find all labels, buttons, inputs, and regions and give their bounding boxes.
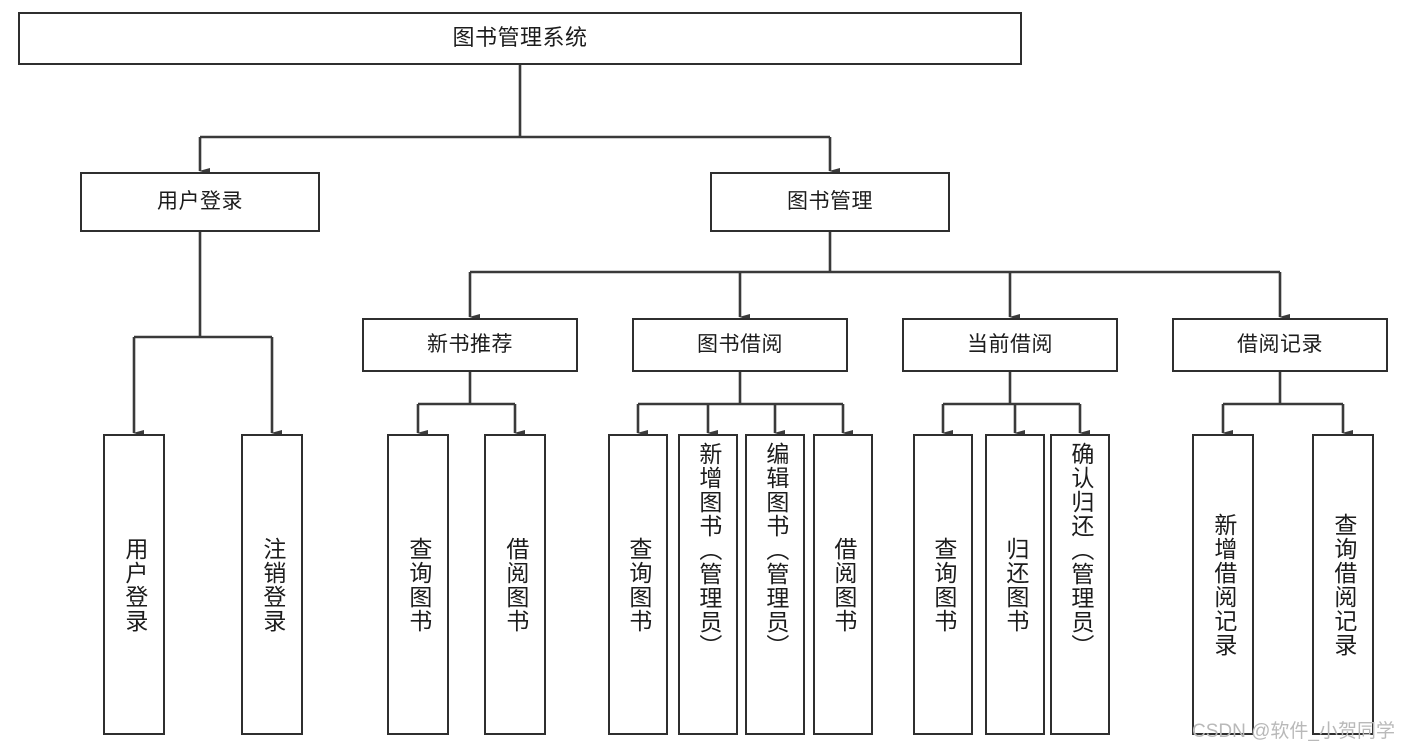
leaf-query-book-current-label: 查询图书 [930, 536, 957, 633]
node-book-management-label: 图书管理 [787, 190, 873, 214]
leaf-return-book[interactable]: 归还图书 [985, 434, 1045, 735]
leaf-query-book-newbook-label: 查询图书 [405, 536, 432, 633]
leaf-borrow-book-label: 借阅图书 [830, 536, 857, 633]
node-new-book-recommend-label: 新书推荐 [427, 333, 513, 357]
leaf-query-book-newbook[interactable]: 查询图书 [387, 434, 449, 735]
node-new-book-recommend[interactable]: 新书推荐 [362, 318, 578, 372]
leaf-confirm-return-admin-label: 确认归还（管理员） [1067, 442, 1094, 658]
node-book-management[interactable]: 图书管理 [710, 172, 950, 232]
leaf-add-book-admin[interactable]: 新增图书（管理员） [678, 434, 738, 735]
node-root-label: 图书管理系统 [452, 25, 588, 51]
leaf-user-login[interactable]: 用户登录 [103, 434, 165, 735]
leaf-logout[interactable]: 注销登录 [241, 434, 303, 735]
leaf-query-borrow-record-label: 查询借阅记录 [1330, 512, 1357, 657]
leaf-confirm-return-admin[interactable]: 确认归还（管理员） [1050, 434, 1110, 735]
leaf-borrow-book-newbook[interactable]: 借阅图书 [484, 434, 546, 735]
node-user-login[interactable]: 用户登录 [80, 172, 320, 232]
csdn-watermark: CSDN @软件_小贺同学 [1192, 721, 1395, 742]
node-current-borrow-label: 当前借阅 [967, 333, 1053, 357]
leaf-query-book-borrow[interactable]: 查询图书 [608, 434, 668, 735]
leaf-edit-book-admin[interactable]: 编辑图书（管理员） [745, 434, 805, 735]
edges-group [132, 65, 1353, 436]
leaf-query-book-borrow-label: 查询图书 [625, 536, 652, 633]
leaf-query-book-current[interactable]: 查询图书 [913, 434, 973, 735]
leaf-logout-label: 注销登录 [259, 536, 286, 633]
node-borrow-records-label: 借阅记录 [1237, 333, 1323, 357]
node-current-borrow[interactable]: 当前借阅 [902, 318, 1118, 372]
node-root[interactable]: 图书管理系统 [18, 12, 1022, 65]
node-borrow-records[interactable]: 借阅记录 [1172, 318, 1388, 372]
leaf-return-book-label: 归还图书 [1002, 536, 1029, 633]
leaf-borrow-book[interactable]: 借阅图书 [813, 434, 873, 735]
node-user-login-label: 用户登录 [157, 190, 243, 214]
leaf-user-login-label: 用户登录 [121, 536, 148, 633]
leaf-add-borrow-record-label: 新增借阅记录 [1210, 512, 1237, 657]
leaf-add-borrow-record[interactable]: 新增借阅记录 [1192, 434, 1254, 735]
node-book-borrow[interactable]: 图书借阅 [632, 318, 848, 372]
node-book-borrow-label: 图书借阅 [697, 333, 783, 357]
leaf-edit-book-admin-label: 编辑图书（管理员） [762, 442, 789, 658]
leaf-borrow-book-newbook-label: 借阅图书 [502, 536, 529, 633]
leaf-query-borrow-record[interactable]: 查询借阅记录 [1312, 434, 1374, 735]
leaf-add-book-admin-label: 新增图书（管理员） [695, 442, 722, 658]
